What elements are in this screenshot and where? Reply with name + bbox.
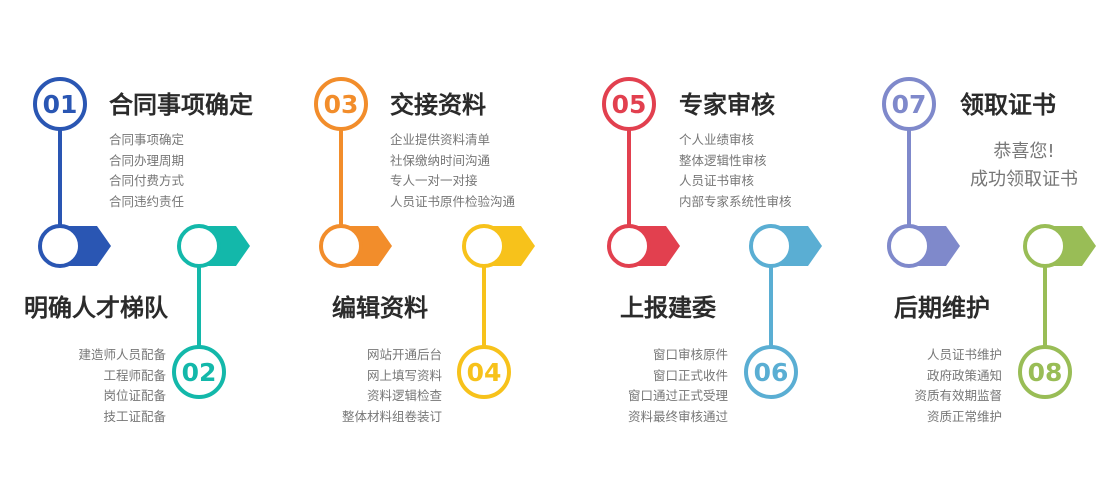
step-04-items: 网站开通后台 网上填写资料 资料逻辑检查 整体材料组卷装订 xyxy=(300,345,442,427)
step-03-item: 人员证书原件检验沟通 xyxy=(390,193,516,209)
step-05-item: 个人业绩审核 xyxy=(679,132,755,147)
step-07-title: 领取证书 xyxy=(960,91,1056,119)
step-02-title: 明确人才梯队 xyxy=(24,294,168,322)
step-01-items: 合同事项确定 合同办理周期 合同付费方式 合同违约责任 xyxy=(109,130,184,212)
step-05-node-ring xyxy=(607,224,651,268)
step-08-item: 资质有效期监督 xyxy=(914,388,1002,403)
step-05-number: 05 xyxy=(611,89,647,119)
step-01-title: 合同事项确定 xyxy=(109,91,253,119)
step-04-item: 资料逻辑检查 xyxy=(366,388,442,403)
step-08-item: 人员证书维护 xyxy=(926,347,1002,362)
step-02-node-ring xyxy=(177,224,221,268)
step-07-node-ring xyxy=(887,224,931,268)
step-08-items: 人员证书维护 政府政策通知 资质有效期监督 资质正常维护 xyxy=(870,345,1002,427)
step-05-items: 个人业绩审核 整体逻辑性审核 人员证书审核 内部专家系统性审核 xyxy=(679,130,792,212)
step-01-item: 合同办理周期 xyxy=(109,152,185,168)
step-01-item: 合同付费方式 xyxy=(109,173,185,188)
step-06-item: 窗口审核原件 xyxy=(652,347,728,362)
step-04-number-ring xyxy=(457,345,511,399)
step-01-number: 01 xyxy=(42,89,78,119)
step-06-node-ring xyxy=(749,224,793,268)
step-04-number: 04 xyxy=(466,357,502,387)
step-03-number: 03 xyxy=(323,89,359,119)
step-05-number-ring xyxy=(602,77,656,131)
step-02-item: 建造师人员配备 xyxy=(78,347,166,362)
step-04-item: 网站开通后台 xyxy=(366,347,442,362)
step-03-node-ring xyxy=(319,224,363,268)
step-06-title: 上报建委 xyxy=(620,294,716,322)
step-04-item: 网上填写资料 xyxy=(366,367,442,383)
congrats-line: 恭喜您! xyxy=(993,141,1055,162)
step-08-number: 08 xyxy=(1027,357,1063,387)
step-07-number: 07 xyxy=(891,89,927,119)
step-04-item: 整体材料组卷装订 xyxy=(341,408,442,424)
step-08-number-ring xyxy=(1018,345,1072,399)
step-01-item: 合同违约责任 xyxy=(109,193,185,209)
step-02-items: 建造师人员配备 工程师配备 岗位证配备 技工证配备 xyxy=(40,345,166,427)
step-03-number-ring xyxy=(314,77,368,131)
step-08-title: 后期维护 xyxy=(894,294,990,322)
step-03-items: 企业提供资料清单 社保缴纳时间沟通 专人一对一对接 人员证书原件检验沟通 xyxy=(390,130,515,212)
step-08-item: 政府政策通知 xyxy=(926,367,1002,383)
step-03-item: 社保缴纳时间沟通 xyxy=(390,152,491,168)
step-03-item: 企业提供资料清单 xyxy=(390,132,491,147)
step-08-item: 资质正常维护 xyxy=(926,408,1002,424)
step-03-title: 交接资料 xyxy=(390,91,486,119)
congrats-message: 恭喜您! 成功领取证书 xyxy=(944,138,1100,194)
step-01-node-ring xyxy=(38,224,82,268)
step-06-item: 窗口通过正式受理 xyxy=(627,388,728,403)
step-02-number: 02 xyxy=(181,357,217,387)
step-05-title: 专家审核 xyxy=(679,91,775,119)
step-05-item: 整体逻辑性审核 xyxy=(679,152,767,168)
step-06-number-ring xyxy=(744,345,798,399)
step-01-item: 合同事项确定 xyxy=(109,132,185,147)
step-04-title: 编辑资料 xyxy=(332,294,428,322)
step-01-number-ring xyxy=(33,77,87,131)
step-02-item: 工程师配备 xyxy=(103,367,166,383)
step-06-items: 窗口审核原件 窗口正式收件 窗口通过正式受理 资料最终审核通过 xyxy=(585,345,728,427)
step-07-number-ring xyxy=(882,77,936,131)
step-02-item: 技工证配备 xyxy=(103,408,166,424)
step-02-number-ring xyxy=(172,345,226,399)
step-02-item: 岗位证配备 xyxy=(103,388,166,403)
step-04-node-ring xyxy=(462,224,506,268)
step-08-node-ring xyxy=(1023,224,1067,268)
step-06-item: 窗口正式收件 xyxy=(652,367,728,383)
step-03-item: 专人一对一对接 xyxy=(390,173,478,188)
step-05-item: 人员证书审核 xyxy=(679,173,755,188)
step-05-item: 内部专家系统性审核 xyxy=(679,193,792,209)
congrats-line: 成功领取证书 xyxy=(970,169,1078,190)
step-06-number: 06 xyxy=(753,357,789,387)
step-06-item: 资料最终审核通过 xyxy=(627,408,728,424)
